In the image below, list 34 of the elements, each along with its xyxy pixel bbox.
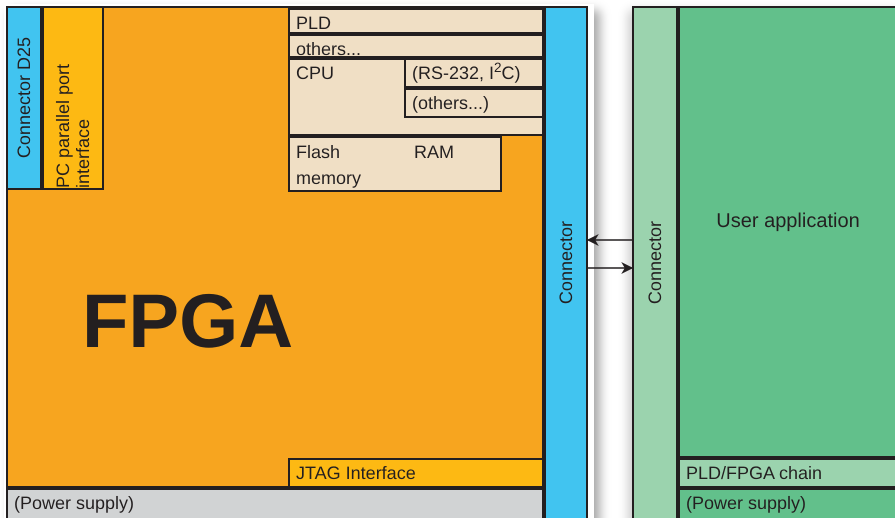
chain-box	[678, 458, 895, 488]
block-label: Connector D25	[14, 37, 34, 159]
connector-block	[6, 6, 42, 190]
memory-box	[288, 136, 502, 192]
interface-block	[42, 6, 104, 190]
arrow	[586, 234, 632, 246]
block-label: RAM	[414, 141, 454, 164]
block-label: PLD/FPGA chain	[686, 462, 822, 485]
block-label: others...	[296, 38, 362, 61]
module-box	[288, 34, 544, 58]
arrow	[588, 262, 634, 274]
power-supply-bar	[678, 488, 895, 518]
jtag-box	[288, 458, 544, 488]
power-supply-bar	[6, 488, 544, 518]
module-box	[288, 8, 544, 34]
interface-box	[404, 88, 544, 118]
block-label: (RS-232, I$^{2}$C)	[412, 61, 521, 85]
cpu-box	[288, 58, 544, 136]
block-label: (Power supply)	[14, 492, 134, 515]
block-label: Connector	[556, 221, 576, 305]
connector-bar	[544, 6, 588, 518]
block-label: CPU	[296, 62, 334, 85]
block-label: JTAG Interface	[296, 462, 416, 485]
block-label: PC parallel port interface	[53, 62, 93, 188]
block-label: User application	[716, 209, 860, 234]
application-box	[678, 6, 895, 458]
block-label: Connector	[645, 221, 665, 305]
block-label: (Power supply)	[686, 492, 806, 515]
interface-box	[404, 58, 544, 88]
block-label: PLD	[296, 12, 332, 35]
block-label: Flash memory	[296, 141, 362, 190]
block-label: (others...)	[412, 92, 490, 115]
connector-bar	[632, 6, 678, 518]
fpga-label: FPGA	[82, 284, 294, 360]
